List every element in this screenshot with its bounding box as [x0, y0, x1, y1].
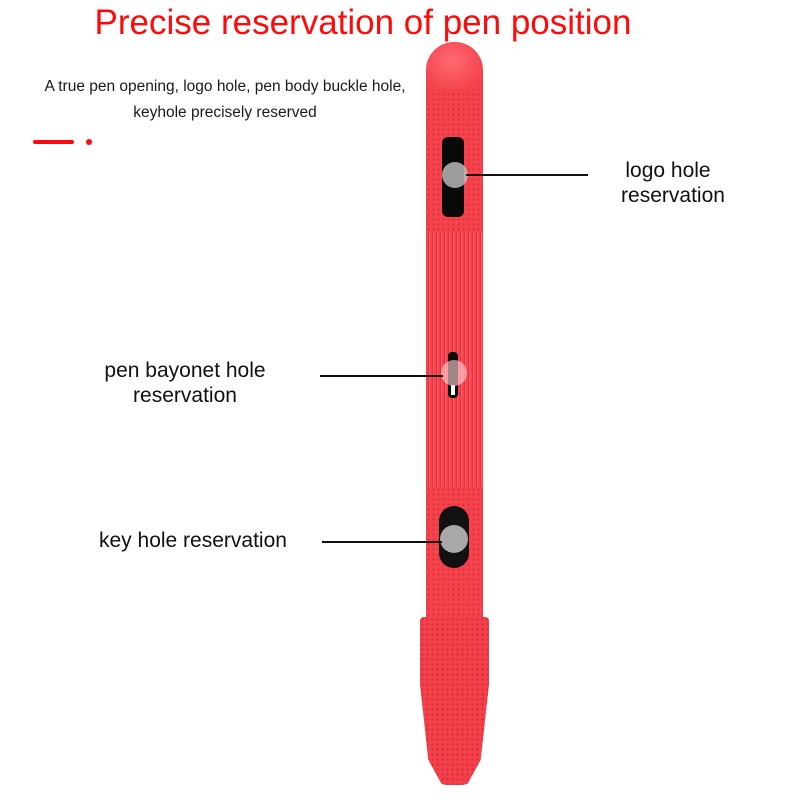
accent-dot	[86, 139, 92, 145]
ribbed-section	[426, 232, 483, 487]
pen-sleeve-image	[420, 42, 489, 787]
bayonet-leader-line	[320, 375, 443, 377]
key-callout-label: key hole reservation	[99, 529, 287, 552]
pen-tip-cover	[420, 617, 489, 785]
page-title: Precise reservation of pen position	[94, 3, 632, 42]
bayonet-callout-line1: pen bayonet hole	[104, 359, 266, 382]
logo-hole-marker	[442, 162, 468, 188]
key-leader-line	[322, 541, 442, 543]
logo-callout-line1: logo hole	[625, 159, 711, 182]
subtitle: A true pen opening, logo hole, pen body …	[44, 78, 406, 121]
bayonet-callout-label: pen bayonet hole reservation	[90, 358, 280, 408]
pen-cap-end	[426, 42, 483, 90]
bayonet-callout-line2: reservation	[133, 384, 237, 407]
logo-leader-line	[466, 174, 588, 176]
logo-callout-line2: reservation	[621, 184, 725, 207]
bayonet-clip	[451, 385, 455, 395]
accent-dash	[33, 140, 74, 144]
logo-callout-label: logo hole reservation	[608, 158, 738, 208]
bayonet-hole-marker	[441, 360, 467, 386]
key-hole-marker	[440, 525, 468, 553]
